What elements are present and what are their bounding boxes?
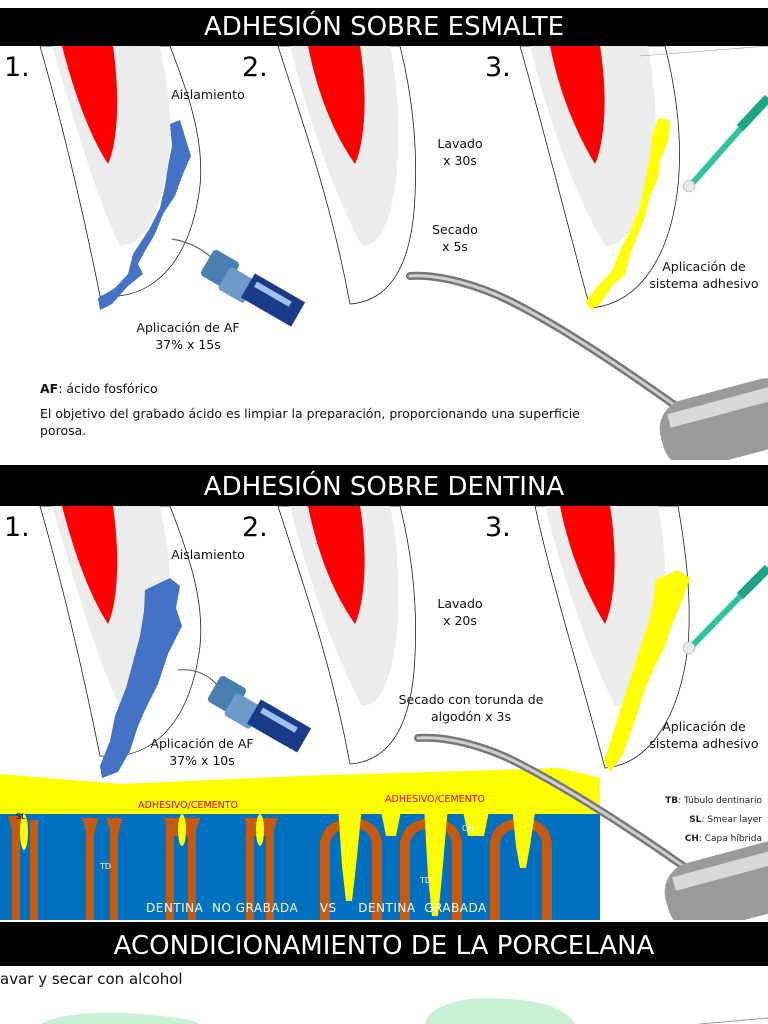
section2-af-line2: 37% x 10s [169, 753, 235, 768]
microbrush-icon [682, 564, 768, 655]
section2-aplicacion-af: Aplicación de AF 37% x 10s [134, 735, 270, 769]
section1-lavado: Lavado x 30s [420, 135, 500, 169]
section1-aplicacion-af: Aplicación de AF 37% x 15s [120, 319, 256, 353]
section1-secado-line1: Secado [432, 222, 478, 237]
section1-lavado-line1: Lavado [437, 136, 483, 151]
section1-sist-line1: Aplicación de [662, 259, 746, 274]
af-definition-text: : ácido fosfórico [58, 381, 158, 396]
tooth-icon [534, 506, 690, 772]
td-left-label: TD [100, 862, 112, 871]
section1-af-line2: 37% x 15s [155, 337, 221, 352]
section2-illustration: 35% [0, 506, 768, 920]
svg-text:35%: 35% [272, 325, 292, 342]
section1-illustration: 35% [39, 46, 768, 460]
section2-lavado-line2: x 20s [443, 613, 477, 628]
section3-title: ACONDICIONAMIENTO DE LA PORCELANA [113, 931, 655, 961]
legend-sl-text: : Smear layer [701, 815, 762, 825]
adhesive-layer [604, 570, 690, 772]
section2-lavado-line1: Lavado [437, 596, 483, 611]
section2-step-2: 2. [242, 512, 268, 543]
legend-tb-text: : Túbulo dentinario [678, 796, 762, 806]
etchant-gel [100, 578, 182, 778]
section1-secado-line2: x 5s [442, 239, 468, 254]
air-water-syringe-icon [406, 271, 768, 460]
adhesivo-left-label: ADHESIVO/CEMENTO [138, 800, 239, 811]
section2-aislamiento: Aislamiento [171, 547, 245, 562]
section1-aislamiento: Aislamiento [171, 87, 245, 102]
adhesivo-right-label: ADHESIVO/CEMENTO [385, 794, 486, 805]
section2-header: ADHESIÓN SOBRE DENTINA [0, 465, 768, 506]
legend-ch-abbr: CH [684, 834, 699, 844]
tooth-icon [277, 46, 417, 305]
section3-first-line: avar y secar con alcohol [0, 970, 183, 988]
etchant-gel [98, 120, 191, 310]
legend-tb-abbr: TB [665, 796, 679, 806]
air-water-syringe-icon [414, 733, 768, 920]
section2-secado-line2: algodón x 3s [430, 709, 512, 724]
adhesive-layer [586, 118, 670, 310]
ch-label: CH [462, 824, 474, 833]
section1-af-line1: Aplicación de AF [136, 320, 240, 335]
legend-tb: TB: Túbulo dentinario [610, 796, 762, 806]
section2-aplicacion-sistema: Aplicación de sistema adhesivo [640, 718, 768, 752]
section1-sist-line2: sistema adhesivo [649, 276, 759, 291]
section2-sist-line2: sistema adhesivo [649, 736, 759, 751]
section1-aplicacion-sistema: Aplicación de sistema adhesivo [640, 258, 768, 292]
microbrush-icon [682, 94, 768, 193]
section1-step-3: 3. [485, 52, 511, 83]
section2-secado-line1: Secado con torunda de [398, 692, 544, 707]
section3-illustration [40, 998, 768, 1024]
af-abbr: AF [40, 381, 59, 396]
tubules-etched [320, 806, 552, 920]
section3-header: ACONDICIONAMIENTO DE LA PORCELANA [0, 922, 768, 966]
section1-objetivo: El objetivo del grabado ácido es limpiar… [40, 406, 580, 438]
legend-sl-abbr: SL [689, 815, 702, 825]
dentin-caption: DENTINA NO GRABADA VS DENTINA GRABADA [146, 901, 487, 915]
section2-sist-line1: Aplicación de [662, 719, 746, 734]
section2-secado: Secado con torunda de algodón x 3s [398, 691, 544, 725]
tooth-icon [519, 46, 680, 310]
legend-sl: SL: Smear layer [610, 815, 762, 825]
section2-af-line1: Aplicación de AF [150, 736, 254, 751]
section2-step-1: 1. [4, 512, 30, 543]
section1-step-1: 1. [4, 52, 30, 83]
tooth-icon [277, 506, 417, 765]
section2-lavado: Lavado x 20s [420, 595, 500, 629]
section1-af-definition: AF: ácido fosfórico [40, 380, 158, 397]
section2-title: ADHESIÓN SOBRE DENTINA [203, 472, 565, 502]
sl-label: SL [16, 812, 26, 821]
dentin-diagram [0, 768, 600, 920]
section1-title: ADHESIÓN SOBRE ESMALTE [203, 12, 565, 42]
section1-header: ADHESIÓN SOBRE ESMALTE [0, 8, 768, 46]
section1-secado: Secado x 5s [415, 221, 495, 255]
tubules-non-etched [8, 814, 278, 920]
legend-ch-text: : Capa híbrida [698, 834, 762, 844]
section1-step-2: 2. [242, 52, 268, 83]
td-right-label: TD [420, 876, 432, 885]
section2-step-3: 3. [485, 512, 511, 543]
tooth-icon [39, 46, 202, 297]
section1-lavado-line2: x 30s [443, 153, 477, 168]
legend-ch: CH: Capa híbrida [610, 834, 762, 844]
